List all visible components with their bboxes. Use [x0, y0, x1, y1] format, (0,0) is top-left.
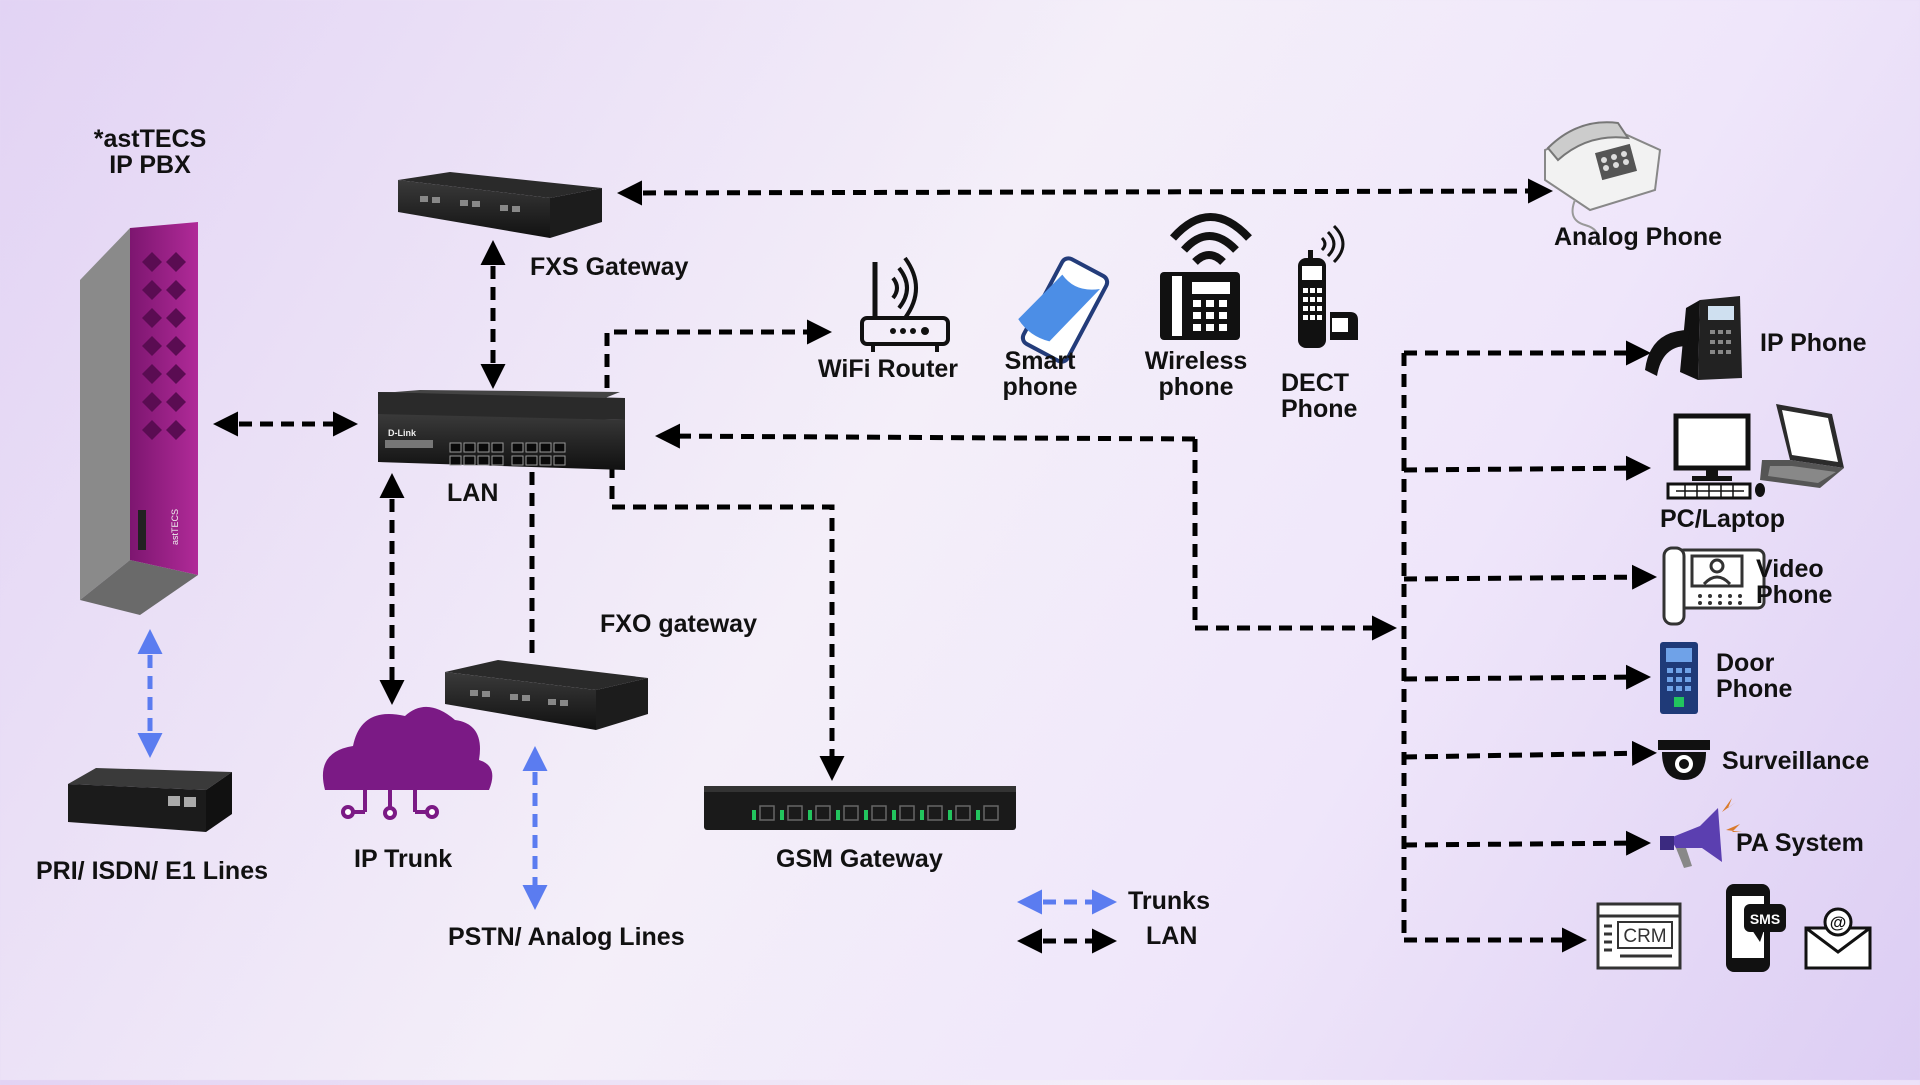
- door-phone-icon: [1660, 642, 1698, 714]
- smartphone-icon: [1018, 256, 1110, 364]
- label-ip-trunk: IP Trunk: [354, 845, 453, 873]
- label-video-phone: Video Phone: [1756, 555, 1833, 610]
- crm-icon: [1596, 902, 1682, 970]
- label-wifi-router: WiFi Router: [818, 355, 959, 383]
- link-pc: [1403, 455, 1651, 481]
- label-fxo-gateway: FXO gateway: [600, 610, 757, 638]
- dect-phone-icon: [1292, 224, 1358, 348]
- label-surveillance: Surveillance: [1722, 747, 1870, 775]
- sms-icon: [1726, 884, 1786, 972]
- switch-brand: D-Link: [388, 428, 417, 438]
- mail-at-text: @: [1830, 913, 1847, 932]
- link-door-phone: [1403, 664, 1651, 690]
- pri-box-icon: [68, 768, 232, 832]
- label-ip-phone: IP Phone: [1760, 329, 1867, 357]
- label-pc-laptop: PC/Laptop: [1660, 505, 1785, 533]
- label-smart-phone: Smart phone: [1002, 347, 1078, 402]
- link-switch-gsm: [609, 465, 845, 781]
- link-switch-return: [655, 423, 1196, 449]
- analog-phone-icon: [1544, 121, 1662, 246]
- sms-text: SMS: [1750, 911, 1780, 927]
- label-gsm-gateway: GSM Gateway: [776, 845, 943, 873]
- mail-icon: [1804, 907, 1872, 970]
- label-pstn-lines: PSTN/ Analog Lines: [448, 923, 685, 951]
- label-fxs-gateway: FXS Gateway: [530, 253, 689, 281]
- link-fxs-analog-phone: [617, 178, 1553, 206]
- label-pbx: *astTECS IP PBX: [93, 125, 207, 180]
- link-switch-wifi: [604, 319, 832, 388]
- link-video-phone: [1403, 564, 1657, 590]
- server-icon: astTECS: [80, 222, 198, 615]
- laptop-icon: [1760, 404, 1844, 488]
- cloud-icon: [322, 706, 493, 820]
- trunk-links: [137, 629, 548, 910]
- label-pa-system: PA System: [1736, 829, 1864, 857]
- legend-lan-label: LAN: [1146, 922, 1198, 950]
- switch-icon: D-Link: [378, 390, 625, 470]
- router-leds: [890, 327, 929, 335]
- link-switch-endpoints: [1192, 439, 1397, 641]
- link-pa: [1403, 830, 1651, 856]
- video-phone-icon: [1662, 546, 1766, 626]
- ip-phone-icon: [1645, 296, 1742, 380]
- fxo-gateway-icon: [445, 660, 648, 730]
- gsm-gateway-icon: [704, 786, 1016, 830]
- pbx-brand: astTECS: [170, 509, 180, 545]
- megaphone-icon: [1660, 798, 1742, 868]
- label-lan: LAN: [447, 479, 499, 507]
- camera-icon: [1658, 740, 1710, 780]
- legend-trunks-label: Trunks: [1128, 887, 1210, 915]
- video-phone-keys: [1698, 594, 1742, 605]
- label-wireless-phone: Wireless phone: [1144, 347, 1248, 402]
- link-surveillance: [1403, 740, 1657, 766]
- label-door-phone: Door Phone: [1716, 649, 1793, 704]
- label-dect-phone: DECT Phone: [1281, 369, 1358, 424]
- wireless-phone-icon: [1160, 213, 1252, 340]
- label-pri-lines: PRI/ ISDN/ E1 Lines: [36, 857, 269, 885]
- legend: [1017, 889, 1117, 954]
- desktop-icon: [1666, 413, 1765, 500]
- gateway-icon: [398, 172, 602, 238]
- lan-links: [213, 178, 1657, 953]
- crm-text: CRM: [1623, 926, 1666, 947]
- label-analog-phone: Analog Phone: [1554, 223, 1723, 251]
- router-icon: [860, 256, 950, 352]
